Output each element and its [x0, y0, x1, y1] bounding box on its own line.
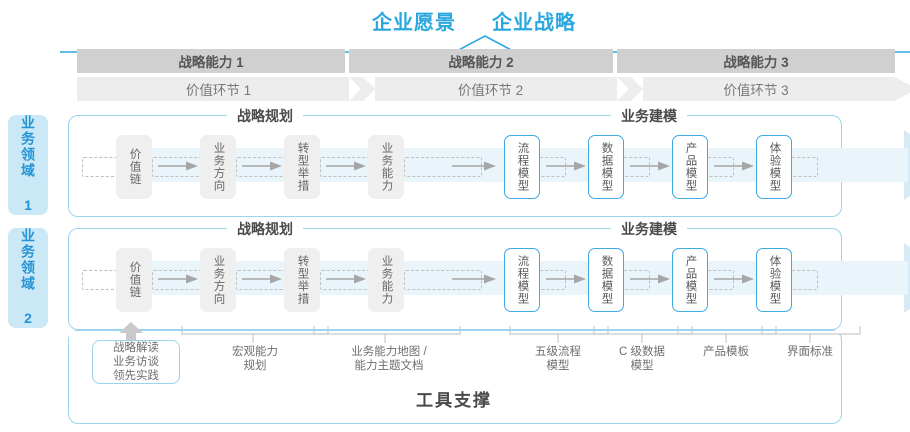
capability-bar-3: 战略能力 3 — [617, 49, 895, 73]
flow-arrow-icon — [546, 274, 586, 284]
tool-chip-strategy-interpretation[interactable]: 战略解读 业务访谈 领先实践 — [92, 340, 180, 384]
bracket-connector-capability-map — [313, 326, 461, 343]
node-process-model-2[interactable]: 流程模型 — [504, 248, 540, 312]
node-business-capability-1[interactable]: 业务能力 — [368, 135, 404, 199]
capability-bar-1: 战略能力 1 — [77, 49, 345, 73]
chevron-tip-icon — [895, 77, 910, 101]
enterprise-strategy-title: 企业战略 — [492, 12, 576, 34]
node-transformation-2[interactable]: 转型举措 — [284, 248, 320, 312]
flow-arrow-icon — [242, 274, 282, 284]
footer-title: 工具支撑 — [416, 391, 492, 410]
flow-arrow-icon — [714, 161, 754, 171]
section-title-business-modeling-2: 业务建模 — [611, 219, 687, 239]
bottom-label-data-model: C 级数据 模型 — [619, 346, 665, 372]
chevron-separator-icon-1 — [349, 77, 375, 101]
node-experience-model-1[interactable]: 体验模型 — [756, 135, 792, 199]
up-arrow-icon — [119, 322, 143, 346]
value-stage-2: 价值环节 2 — [349, 77, 632, 101]
flow-arrow-icon — [630, 274, 670, 284]
capability-bar-2: 战略能力 2 — [349, 49, 613, 73]
node-data-model-1[interactable]: 数据模型 — [588, 135, 624, 199]
section-title-strategic-planning-2: 战略规划 — [227, 219, 303, 239]
value-stage-1: 价值环节 1 — [77, 77, 360, 101]
node-data-model-2[interactable]: 数据模型 — [588, 248, 624, 312]
node-business-capability-2[interactable]: 业务能力 — [368, 248, 404, 312]
domain-row-2: 战略规划 业务建模 — [68, 219, 842, 330]
node-business-direction-2[interactable]: 业务方向 — [200, 248, 236, 312]
node-business-direction-1[interactable]: 业务方向 — [200, 135, 236, 199]
domain-row-1: 战略规划 业务建模 — [68, 106, 842, 217]
section-title-business-modeling-1: 业务建模 — [611, 106, 687, 126]
node-transformation-1[interactable]: 转型举措 — [284, 135, 320, 199]
flow-arrow-icon — [158, 161, 198, 171]
bottom-label-process-model: 五级流程 模型 — [535, 346, 581, 372]
value-stage-3: 价值环节 3 — [617, 77, 895, 101]
value-stage-row: 价值环节 1 价值环节 2 价值环节 3 — [77, 77, 910, 101]
flow-arrow-icon — [158, 274, 198, 284]
flow-arrow-icon — [714, 274, 754, 284]
domain-row-1-content: 价值链 业务方向 转型举措 业务能力 流程模型 数据模型 产品模型 体验模型 — [68, 115, 910, 215]
bottom-label-macro-capability: 宏观能力 规划 — [232, 346, 278, 372]
domain-label-2: 业务领域 2 — [8, 228, 48, 328]
bottom-label-capability-map: 业务能力地图 / 能力主题文档 — [351, 346, 427, 372]
flow-arrow-icon — [242, 161, 282, 171]
flow-arrow-icon — [452, 274, 496, 284]
section-title-strategic-planning-1: 战略规划 — [227, 106, 303, 126]
flow-arrow-icon — [326, 161, 366, 171]
node-value-chain-2[interactable]: 价值链 — [116, 248, 152, 312]
bottom-label-ui-standard: 界面标准 — [787, 346, 833, 358]
domain-row-2-content: 价值链 业务方向 转型举措 业务能力 流程模型 数据模型 产品模型 体验模型 — [68, 228, 910, 328]
bottom-label-product-template: 产品模板 — [703, 346, 749, 358]
flow-arrow-icon — [326, 274, 366, 284]
flow-arrow-icon — [546, 161, 586, 171]
flow-arrow-icon — [630, 161, 670, 171]
node-experience-model-2[interactable]: 体验模型 — [756, 248, 792, 312]
node-product-model-2[interactable]: 产品模型 — [672, 248, 708, 312]
bracket-connector-macro-capability — [181, 326, 329, 343]
enterprise-vision-title: 企业愿景 — [372, 12, 456, 34]
chevron-separator-icon-2 — [617, 77, 643, 101]
node-value-chain-1[interactable]: 价值链 — [116, 135, 152, 199]
node-product-model-1[interactable]: 产品模型 — [672, 135, 708, 199]
tool-support-container — [68, 330, 842, 424]
flow-arrow-icon — [452, 161, 496, 171]
bracket-connector-ui-standard — [761, 326, 861, 343]
node-process-model-1[interactable]: 流程模型 — [504, 135, 540, 199]
domain-label-1: 业务领域 1 — [8, 115, 48, 215]
